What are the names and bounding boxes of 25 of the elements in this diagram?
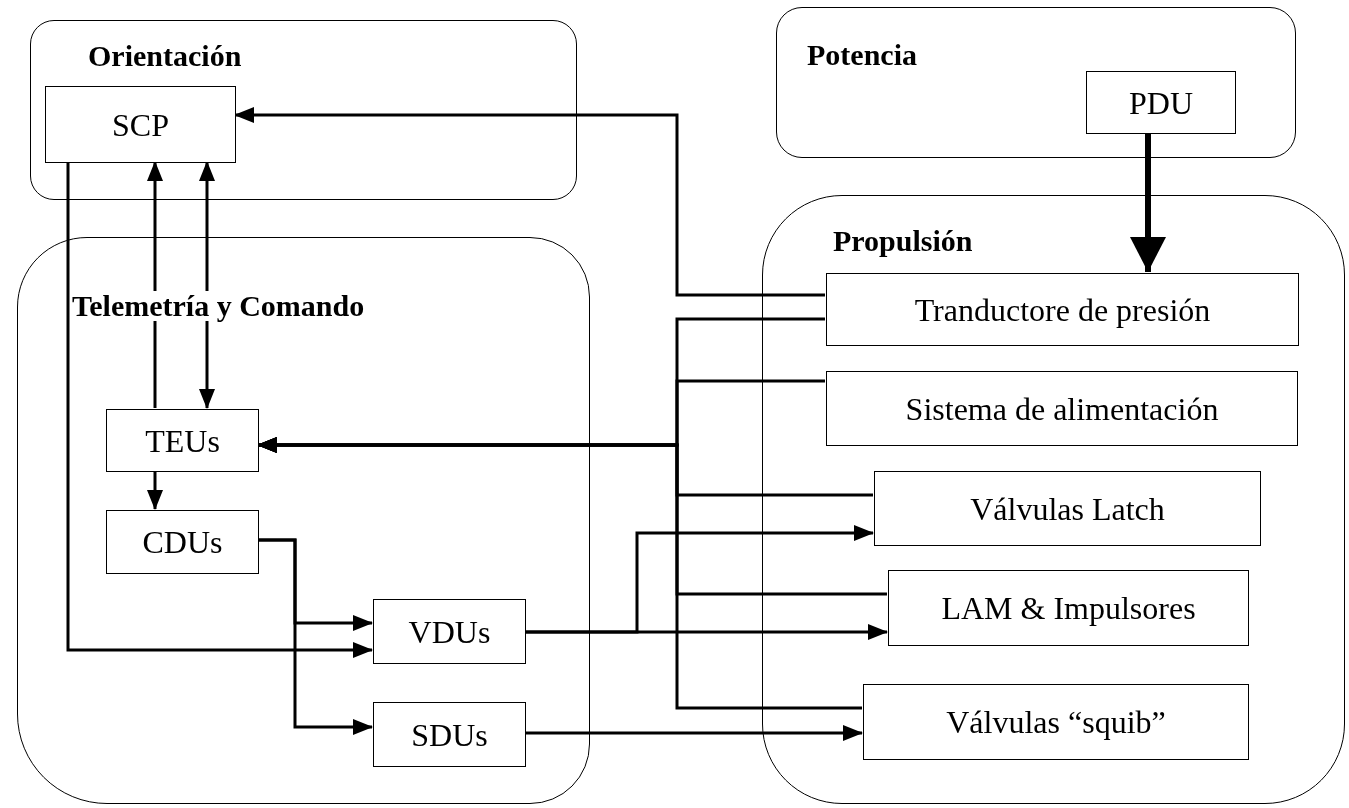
arrow <box>147 161 163 408</box>
group-heading: Telemetría y Comando <box>70 291 367 321</box>
group-panel <box>17 237 590 804</box>
arrow <box>147 471 163 510</box>
component-box: TEUs <box>106 409 259 472</box>
arrow <box>234 107 825 297</box>
component-box: Válvulas Latch <box>874 471 1261 546</box>
arrow <box>525 725 863 741</box>
arrow <box>258 538 373 735</box>
arrow <box>525 624 888 640</box>
component-box: CDUs <box>106 510 259 574</box>
group-panel <box>30 20 577 200</box>
group-panel <box>762 195 1345 804</box>
arrow <box>1130 133 1166 272</box>
component-box: Sistema de alimentación <box>826 371 1298 446</box>
component-box: SDUs <box>373 702 526 767</box>
component-box: SCP <box>45 86 236 163</box>
component-box: Tranductore de presión <box>826 273 1299 346</box>
group-panel <box>776 7 1296 158</box>
component-box: LAM & Impulsores <box>888 570 1249 646</box>
component-box: VDUs <box>373 599 526 664</box>
component-box: PDU <box>1086 71 1236 134</box>
arrow <box>199 161 215 409</box>
component-box: Válvulas “squib” <box>863 684 1249 760</box>
arrow <box>66 162 373 658</box>
